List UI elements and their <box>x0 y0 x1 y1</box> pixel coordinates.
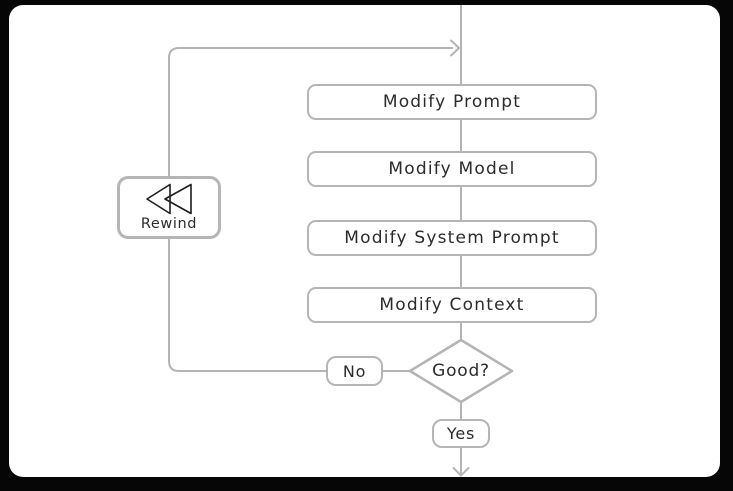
edge-label-yes: Yes <box>432 419 490 448</box>
exit-arrowhead-icon <box>452 467 470 477</box>
rewind-node-label: Rewind <box>140 216 198 233</box>
edge-label-no: No <box>326 356 383 386</box>
flow-node-modify-prompt: Modify Prompt <box>307 84 597 120</box>
rewind-icon <box>146 183 192 215</box>
flow-node-modify-system-prompt: Modify System Prompt <box>307 220 597 256</box>
flowchart-canvas: Modify Prompt Modify Model Modify System… <box>9 5 720 477</box>
flow-node-modify-model: Modify Model <box>307 151 597 187</box>
flow-node-rewind: Rewind <box>117 176 221 239</box>
decision-label: Good? <box>432 361 490 381</box>
loop-arrowhead-icon <box>450 39 460 57</box>
flow-node-modify-context: Modify Context <box>307 287 597 323</box>
